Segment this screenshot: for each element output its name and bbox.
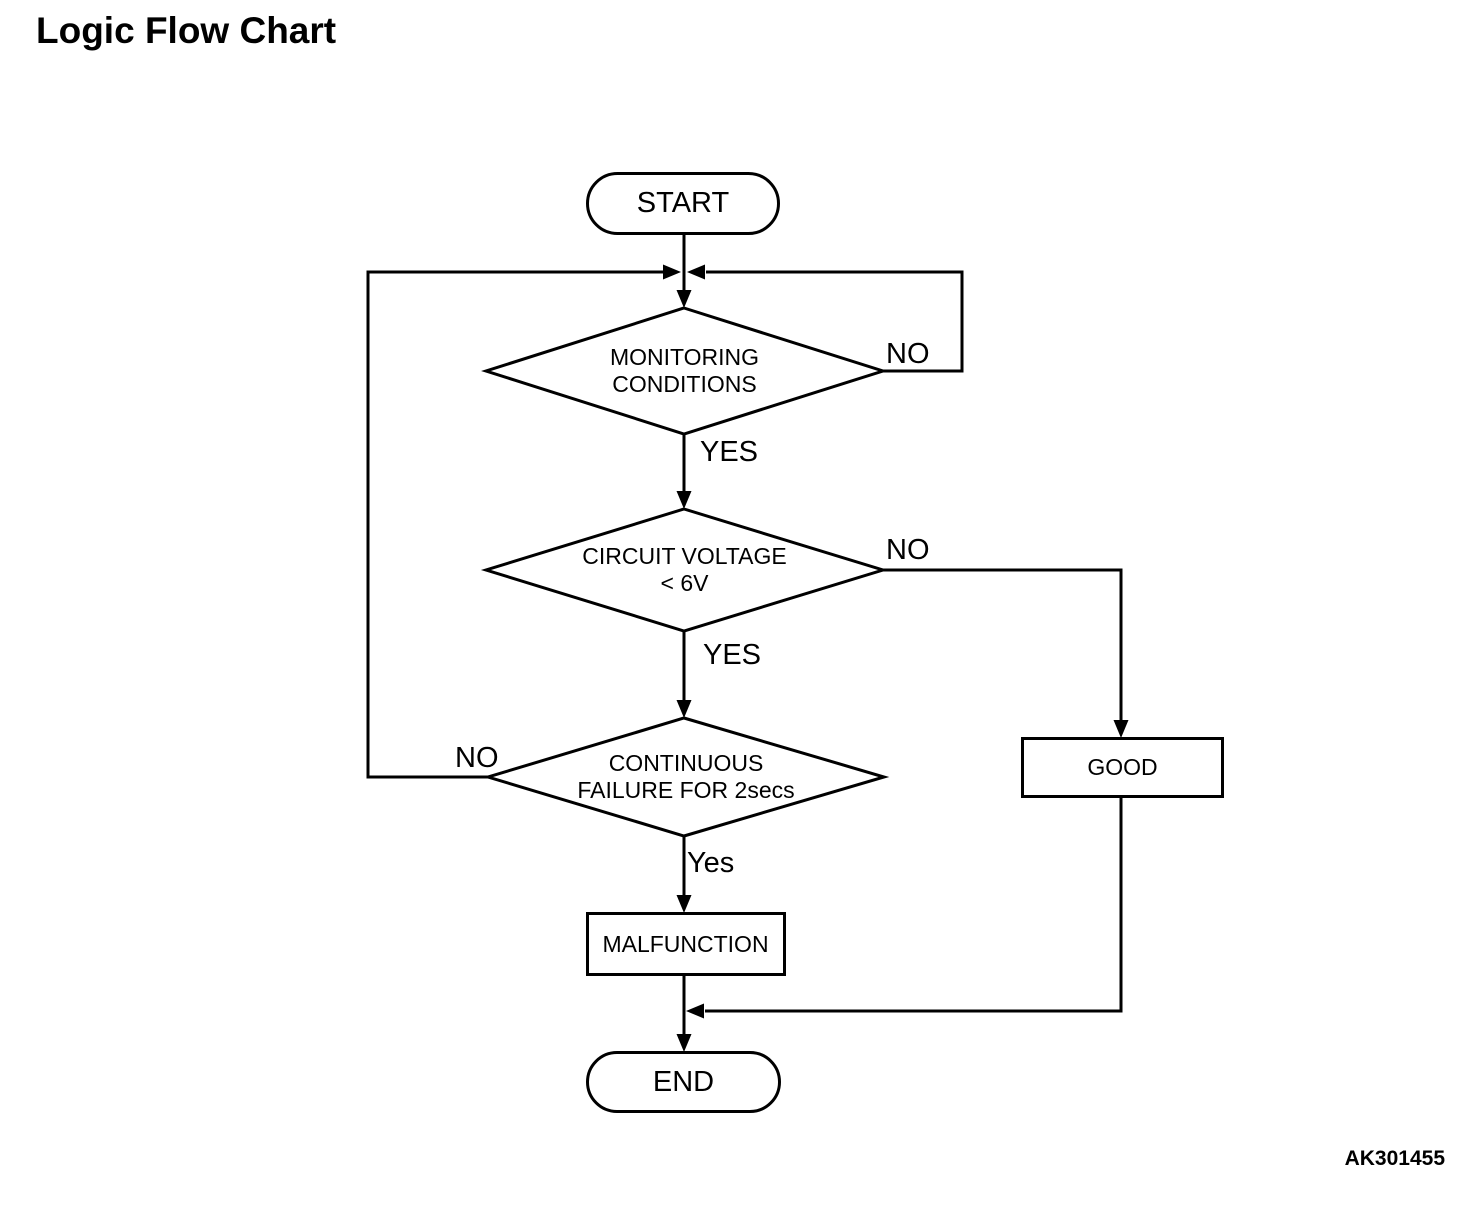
failure-decision-text: CONTINUOUS FAILURE FOR 2secs <box>488 718 884 836</box>
monitoring-decision-line2: CONDITIONS <box>612 371 757 397</box>
edge-monitoring-no-loop <box>706 270 964 373</box>
good-box-label: GOOD <box>1087 754 1158 780</box>
edge-good-to-end <box>705 797 1123 1013</box>
arrowhead-into-good <box>1113 720 1129 738</box>
edge-failure-no-loop <box>366 270 664 779</box>
failure-yes-label: Yes <box>687 847 735 879</box>
monitoring-no-label: NO <box>886 338 930 370</box>
monitoring-yes-label: YES <box>700 436 759 468</box>
arrowhead-good-junction <box>686 1003 704 1019</box>
arrowhead-into-failure <box>676 700 692 718</box>
end-terminator-shape <box>586 1051 781 1113</box>
good-box-shape <box>1021 737 1224 798</box>
monitoring-decision-line1: MONITORING <box>609 344 760 370</box>
voltage-no-label: NO <box>886 534 930 566</box>
voltage-decision-line2: < 6V <box>660 570 709 596</box>
voltage-decision-line1: CIRCUIT VOLTAGE <box>582 543 787 569</box>
arrowhead-into-end <box>676 1034 692 1052</box>
failure-no-label: NO <box>455 742 499 774</box>
figure-code: AK301455 <box>1344 1147 1445 1170</box>
arrowhead-into-monitoring <box>676 290 692 308</box>
arrowhead-into-malfunction <box>676 895 692 913</box>
edge-voltage-no <box>883 568 1123 722</box>
arrowhead-into-voltage <box>676 491 692 509</box>
page-title: Logic Flow Chart <box>36 10 337 51</box>
voltage-yes-label: YES <box>703 639 762 671</box>
arrowhead-right-junction <box>687 264 705 280</box>
voltage-decision-text: CIRCUIT VOLTAGE < 6V <box>486 509 883 631</box>
failure-decision-line1: CONTINUOUS <box>608 750 764 776</box>
end-node-label: END <box>652 1065 715 1098</box>
arrowhead-left-junction <box>663 264 681 280</box>
failure-decision-line2: FAILURE FOR 2secs <box>577 777 795 803</box>
malfunction-box-label: MALFUNCTION <box>602 930 769 957</box>
monitoring-decision-text: MONITORING CONDITIONS <box>486 308 883 434</box>
start-node-label: START <box>636 187 730 219</box>
malfunction-box-shape <box>586 912 786 976</box>
